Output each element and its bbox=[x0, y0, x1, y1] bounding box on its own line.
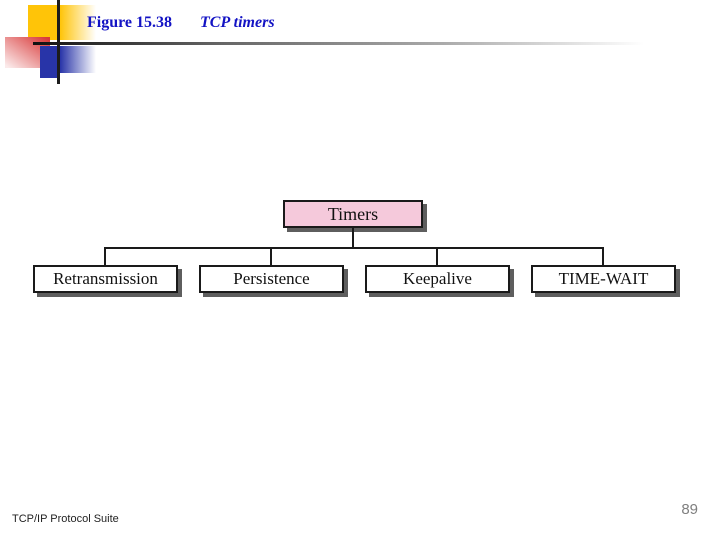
connector-drop-keepalive bbox=[436, 248, 438, 265]
footer-book-title: TCP/IP Protocol Suite bbox=[12, 513, 119, 525]
node-time-wait: TIME-WAIT bbox=[531, 265, 676, 293]
node-keepalive: Keepalive bbox=[365, 265, 510, 293]
node-timers: Timers bbox=[283, 200, 423, 228]
node-persistence: Persistence bbox=[199, 265, 344, 293]
logo-blue-fade-icon bbox=[60, 46, 96, 73]
connector-drop-retransmission bbox=[104, 248, 106, 265]
connector-root-vertical bbox=[352, 228, 354, 248]
header-divider-rule bbox=[33, 42, 663, 45]
logo-yellow-fade-icon bbox=[60, 5, 96, 40]
figure-title: TCP timers bbox=[200, 14, 275, 31]
logo-yellow-square-icon bbox=[28, 5, 60, 40]
connector-horizontal-bus bbox=[104, 247, 604, 249]
connector-drop-time-wait bbox=[602, 248, 604, 265]
page-number: 89 bbox=[681, 501, 698, 518]
node-retransmission: Retransmission bbox=[33, 265, 178, 293]
slide-title: Figure 15.38 TCP timers bbox=[87, 14, 275, 32]
figure-label: Figure 15.38 bbox=[87, 14, 173, 31]
connector-drop-persistence bbox=[270, 248, 272, 265]
logo-blue-square-icon bbox=[40, 46, 60, 78]
